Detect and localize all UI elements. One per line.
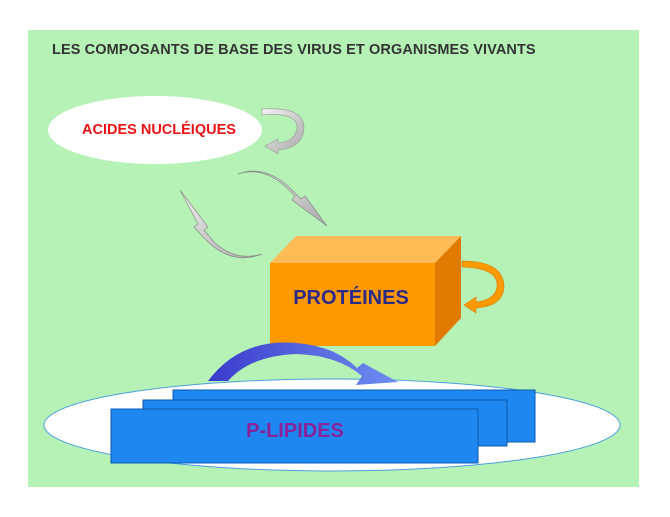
proteines-self-loop-arrow [461,260,505,314]
arrow-proteines-to-lipides [208,342,398,385]
acides-self-loop-arrow [261,108,305,155]
arrow-proteines-to-acides [179,189,263,259]
acides-nucleiques-ellipse [48,96,262,164]
p-lipides-label: P-LIPIDES [246,420,344,442]
p-lipides-sheets [110,389,536,464]
acides-nucleiques-label: ACIDES NUCLÉIQUES [82,122,236,138]
diagram-title: LES COMPOSANTS DE BASE DES VIRUS ET ORGA… [52,42,536,58]
arrow-acides-to-proteines [237,170,328,227]
proteines-box [270,236,461,346]
proteines-label: PROTÉINES [293,287,409,309]
